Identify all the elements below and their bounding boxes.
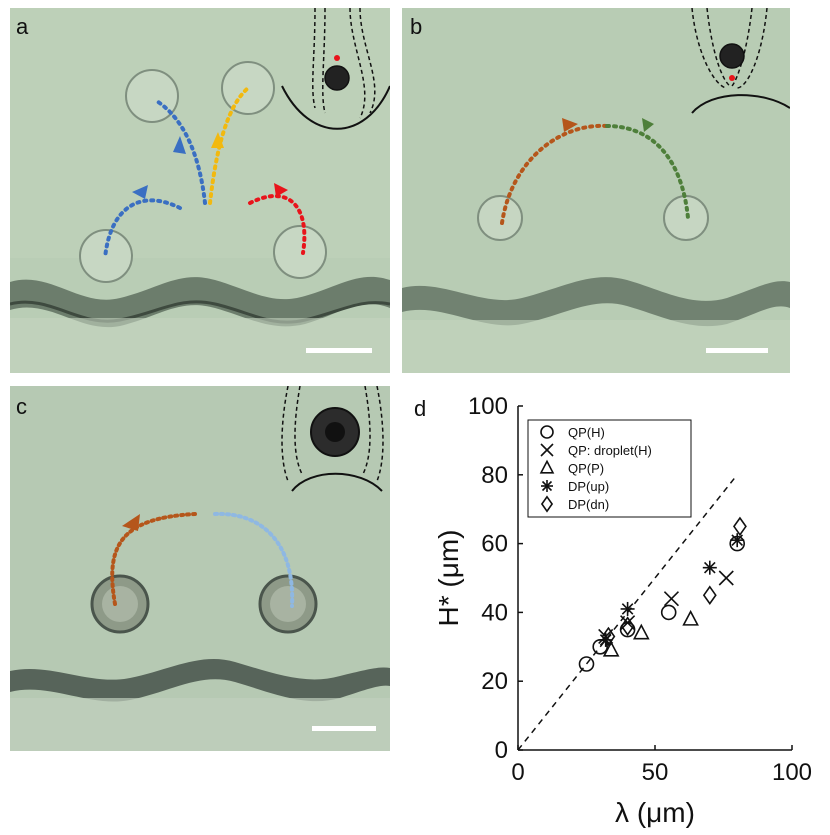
wavy-wall	[10, 659, 390, 702]
data-point-asterisk	[702, 560, 717, 575]
legend-entry: QP(P)	[568, 461, 604, 476]
legend-marker-circle	[540, 425, 554, 439]
inset-diagram-b	[691, 8, 790, 114]
data-point-circle	[660, 604, 677, 621]
inset-diagram-a	[281, 8, 390, 130]
data-point-x	[663, 591, 680, 607]
legend: QP(H) QP: droplet(H) QP(P) DP(up) DP(dn)	[527, 419, 692, 518]
panel-label: b	[410, 14, 423, 39]
panel-a: a	[10, 8, 390, 373]
micrograph-c	[10, 386, 390, 751]
data-point-diamond	[702, 585, 717, 605]
panel-label: d	[414, 396, 427, 421]
data-point-x	[718, 570, 734, 586]
x-axis-label: λ (μm)	[615, 797, 695, 828]
data-point-diamond	[620, 616, 635, 636]
data-point-triangle	[682, 609, 699, 626]
panel-label: a	[16, 14, 29, 39]
trajectories-a	[103, 86, 307, 260]
y-tick-label: 20	[481, 668, 508, 695]
reference-line	[517, 474, 738, 751]
y-tick-label: 60	[481, 531, 508, 558]
y-axis-label: H* (μm)	[433, 529, 464, 626]
legend-entry: QP(H)	[568, 425, 605, 440]
legend-entry: DP(dn)	[568, 497, 609, 512]
micrograph-a	[10, 8, 390, 373]
arrowheads-c	[122, 514, 140, 531]
trajectories-b	[500, 123, 690, 225]
micrograph-b	[402, 8, 790, 373]
panel-label: c	[16, 394, 27, 419]
scale-bar	[306, 348, 372, 353]
scale-bar	[706, 348, 768, 353]
data-point-diamond	[601, 626, 616, 647]
legend-marker-triangle	[539, 459, 555, 474]
data-point-diamond	[733, 516, 747, 537]
data-point-triangle	[632, 623, 650, 640]
x-tick-label: 100	[772, 759, 812, 786]
x-tick-label: 0	[511, 759, 524, 786]
inset-diagram-c	[281, 386, 384, 492]
data-point-asterisk	[620, 601, 635, 616]
data-point-triangle	[602, 640, 620, 657]
trajectories-c	[110, 511, 295, 608]
wavy-wall	[402, 277, 790, 327]
x-tick-label: 50	[642, 759, 669, 786]
arrowheads-a	[132, 132, 288, 199]
panel-c: c	[10, 386, 390, 751]
panel-d: d 0 50 100 0 20 40 60 80 100 λ (μm) H* (μm) QP(H…	[400, 386, 830, 835]
data-point-asterisk	[730, 533, 745, 548]
scale-bar	[312, 726, 376, 731]
legend-marker-diamond	[540, 495, 554, 513]
legend-entry: QP: droplet(H)	[568, 443, 652, 458]
legend-marker-asterisk	[541, 480, 553, 492]
y-tick-label: 40	[481, 599, 508, 626]
panel-b: b	[402, 8, 790, 373]
particles-b	[477, 195, 709, 241]
y-tick-label: 0	[495, 737, 508, 764]
legend-entry: DP(up)	[568, 479, 609, 494]
arrowheads-b	[562, 118, 654, 132]
y-tick-label: 80	[481, 462, 508, 489]
legend-marker-x	[540, 443, 554, 457]
particles-c	[90, 574, 318, 634]
data-point-circle	[578, 656, 595, 672]
y-tick-label: 100	[468, 393, 508, 420]
